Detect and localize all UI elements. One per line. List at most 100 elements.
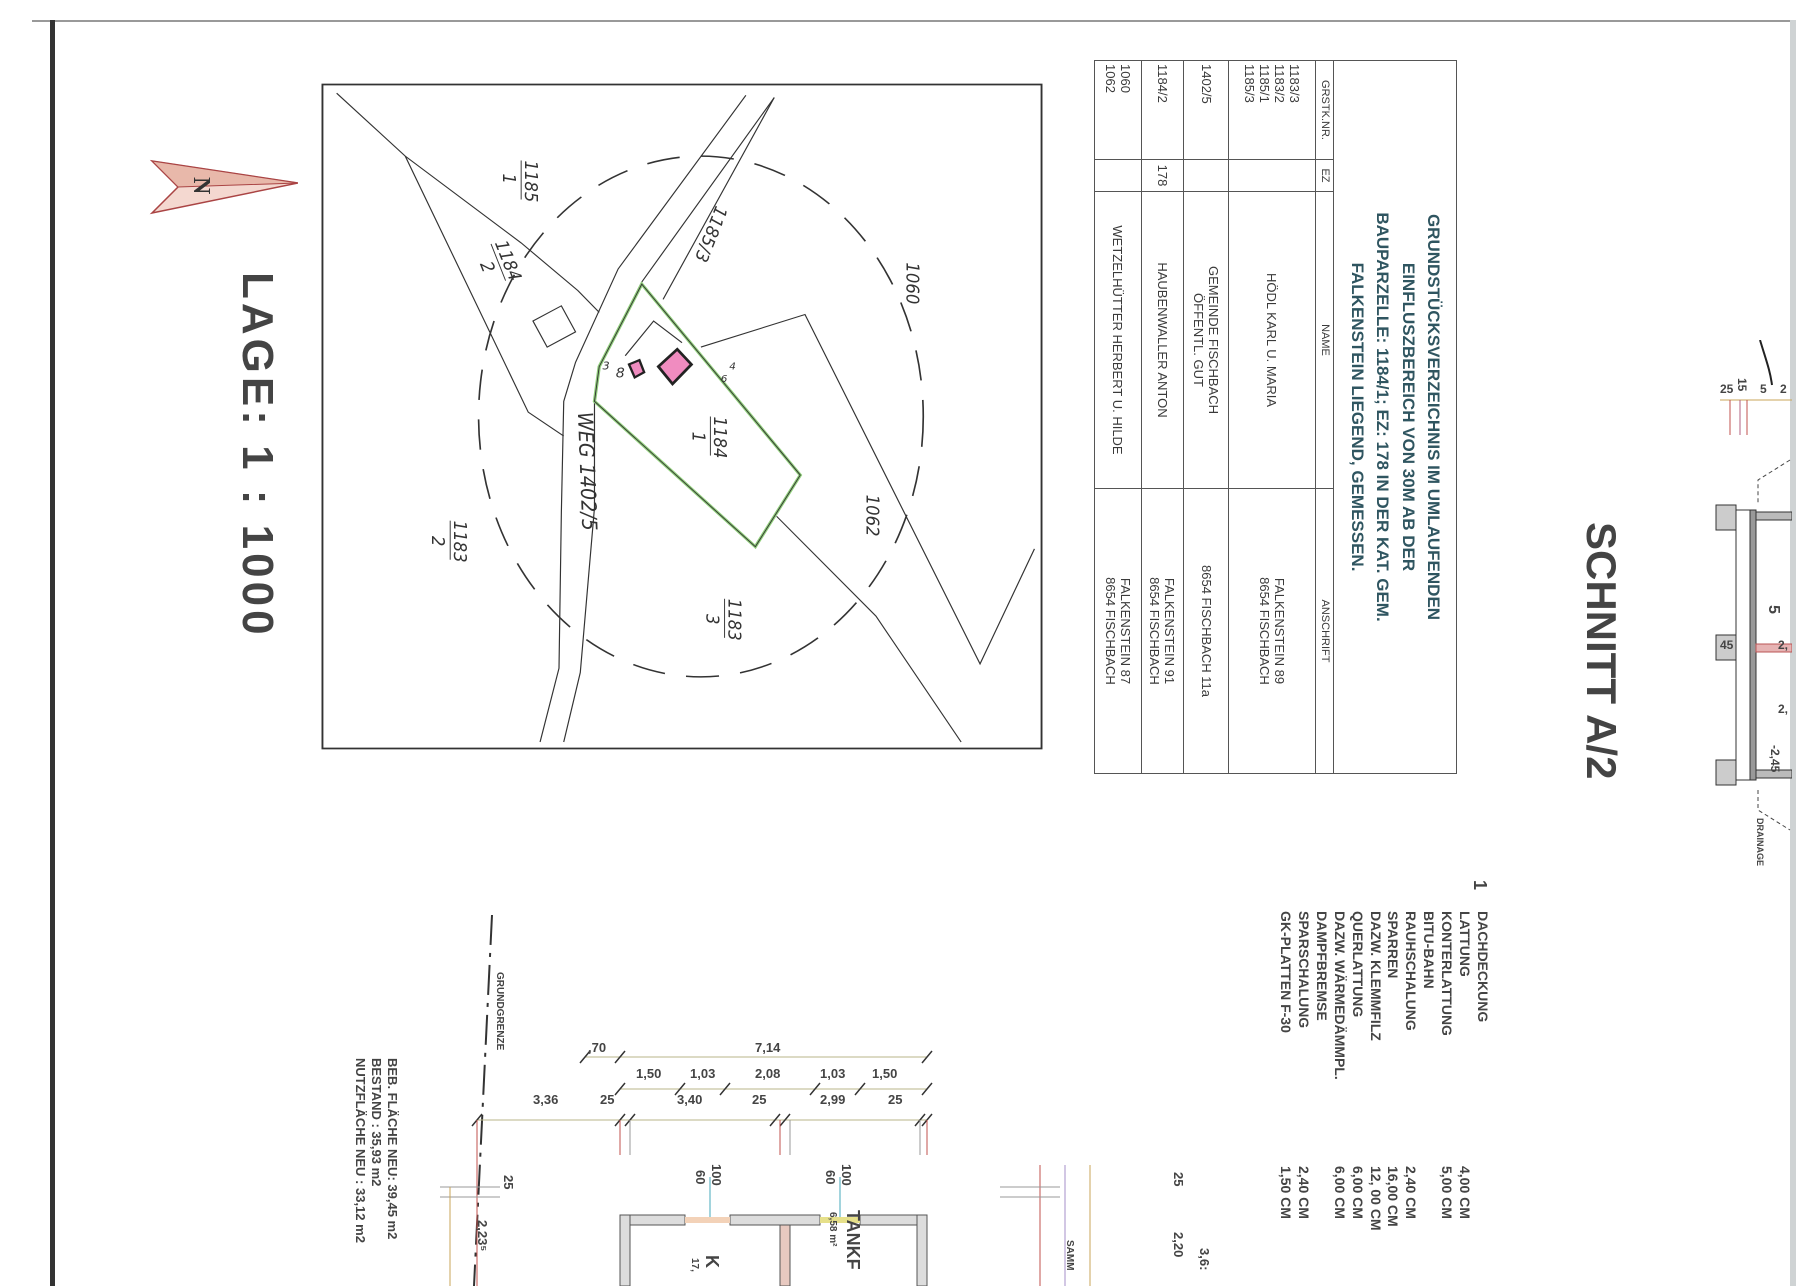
name-cell: HÖDL KARL U. MARIA [1228, 191, 1316, 489]
parcel-label: 1185/3 [689, 203, 730, 264]
north-label: N [188, 177, 214, 195]
parcel-label-den: 1 [687, 432, 708, 442]
grstk-cell: 1402/5 [1183, 60, 1229, 160]
dim-label: ,70 [588, 1040, 607, 1055]
dim-label: 7,14 [755, 1040, 781, 1055]
side-dim: 2,20 [1171, 1232, 1186, 1258]
room-label-k: K [702, 1255, 722, 1268]
layer-number: 1 [1470, 880, 1490, 891]
distance-mark: 6 [721, 374, 728, 385]
section-dim: 2, [1778, 638, 1789, 652]
header-ez: EZ [1315, 159, 1334, 192]
title-line: FALKENSTEIN LIEGEND, GEMESSEN. [1347, 262, 1367, 572]
side-dim: 25 [501, 1175, 516, 1190]
parcel-label-den: 2 [475, 259, 498, 275]
section-dim: 2, [1778, 702, 1789, 716]
side-dim: 2,23⁵ [475, 1220, 490, 1252]
header-grstk: GRSTK.NR. [1315, 60, 1334, 160]
distance-mark: 3 [603, 360, 610, 372]
dim-label: 3,40 [677, 1092, 703, 1107]
north-arrow-icon: N [149, 159, 298, 215]
ez-cell [1183, 159, 1229, 192]
ez-cell: 178 [1141, 159, 1184, 192]
parcel-label-den: 3 [701, 614, 722, 624]
scale-label: LAGE: 1 : 1000 [233, 272, 282, 639]
section-title: SCHNITT A/2 [1578, 522, 1625, 780]
page-border-top [32, 20, 1794, 22]
boundary-label: GRUNDGRENZE [494, 972, 505, 1051]
level-mark: -2,45 [1768, 745, 1782, 773]
window-dim: 60 [823, 1170, 838, 1185]
distance-mark: 4 [729, 362, 736, 373]
property-register: GRUNDSTÜCKSVERZEICHNIS IM UMLAUFENDEN EI… [1094, 60, 1457, 774]
dim-label: 2,08 [755, 1066, 781, 1081]
room-label-tank: TANKF [843, 1210, 863, 1270]
name-cell: WETZELHÜTTER HERBERT U. HILDE [1094, 191, 1142, 489]
section-dim: 15 [1735, 378, 1749, 392]
section-dim: 45 [1720, 638, 1734, 652]
distance-mark: 8 [616, 366, 625, 381]
parcel-label: 1183 [449, 521, 470, 563]
side-dim: 25 [1171, 1172, 1186, 1187]
page-border-left [50, 20, 55, 1286]
ez-cell [1228, 159, 1316, 192]
parcel-label: 1185 [520, 160, 541, 202]
dim-label: 2,99 [820, 1092, 846, 1107]
building-new [656, 347, 694, 387]
header-name: NAME [1315, 191, 1334, 489]
parcel-label-den: 2 [427, 536, 448, 546]
road-edge-left [539, 95, 747, 743]
title-line: EINFLUSZBEREICH VON 30M AB DER [1398, 262, 1418, 572]
scan-edge-band [1790, 20, 1796, 1286]
section-dim: 25 [1720, 382, 1734, 396]
building-annex [627, 358, 646, 380]
grstk-cell: 1184/2 [1141, 60, 1184, 160]
parcel-label-den: 1 [498, 173, 519, 183]
dim-label: 1,50 [636, 1066, 662, 1081]
dim-label: 25 [600, 1092, 615, 1107]
section-drawing [1715, 340, 1792, 831]
area-existing: BESTAND : 35,93 m2 [369, 1058, 384, 1187]
room-area-k: 17, [689, 1258, 700, 1272]
dim-label: 3,36 [533, 1092, 559, 1107]
window-dim: 100 [839, 1164, 854, 1186]
parcel-label: 1184 [709, 417, 730, 459]
floor-plan-drawing [440, 915, 1091, 1286]
section-dim: 2 [1780, 382, 1787, 396]
area-usable: NUTZFLÄCHE NEU : 33,12 m2 [353, 1058, 368, 1243]
title-line: BAUPARZELLE: 1184/1; EZ: 178 IN DER KAT.… [1373, 212, 1393, 622]
parcel-label: 1183 [723, 599, 744, 641]
section-dim: 5 [1760, 382, 1767, 396]
window-dim: 100 [709, 1164, 724, 1186]
window-dim: 60 [693, 1170, 708, 1185]
dim-label: 1,03 [690, 1066, 716, 1081]
dim-label: 1,03 [820, 1066, 846, 1081]
area-summary: BEB. FLÄCHE NEU: 39,45 m2 BESTAND : 35,9… [352, 1058, 400, 1243]
road-label: WEG 1402/5 [573, 412, 603, 532]
ez-cell [1094, 159, 1142, 192]
section-dim: 5 [1765, 605, 1782, 614]
header-address: ANSCHRIFT [1315, 488, 1334, 774]
side-dim: 3,6: [1197, 1248, 1212, 1271]
influence-zone-30m [477, 155, 925, 678]
address-cell: 8654 FISCHBACH 11a [1183, 488, 1229, 774]
cut-label: SAMM [1064, 1240, 1075, 1271]
parcel-label: 1062 [861, 495, 882, 537]
register-title: GRUNDSTÜCKSVERZEICHNIS IM UMLAUFENDEN EI… [1333, 60, 1457, 774]
title-line: GRUNDSTÜCKSVERZEICHNIS IM UMLAUFENDEN [1424, 213, 1444, 621]
dim-label: 1,50 [872, 1066, 898, 1081]
table-row: 1184/2 178 HAUBENWALLER ANTON FALKENSTEI… [1141, 60, 1184, 774]
building-plot-1184-1 [592, 281, 803, 550]
dim-label: 25 [752, 1092, 767, 1107]
name-cell: HAUBENWALLER ANTON [1141, 191, 1184, 489]
